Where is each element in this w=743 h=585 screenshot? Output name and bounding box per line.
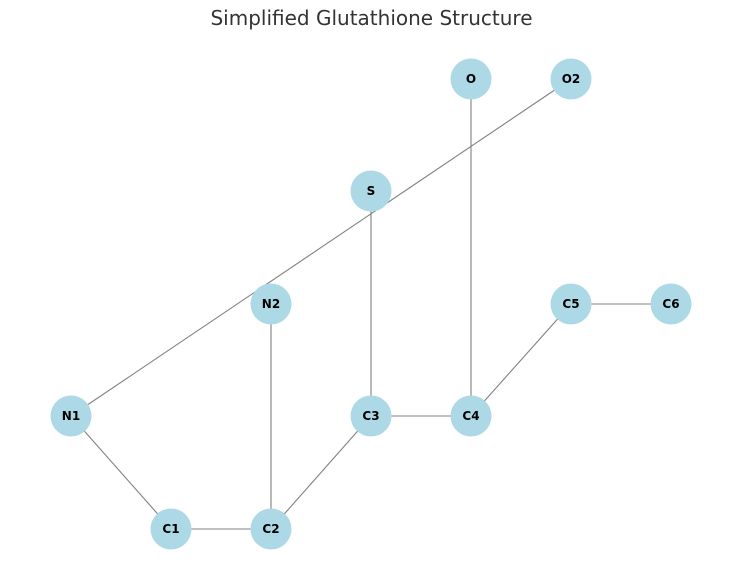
node-label: O2 [562,72,581,86]
node-circle [250,283,292,325]
node-label: C4 [462,409,479,423]
node-label: N1 [62,409,80,423]
node-label: C6 [662,297,679,311]
node-label: C1 [162,522,179,536]
node-circle [650,283,692,325]
node-label: O [466,72,476,86]
node-c3: C3 [350,395,392,437]
node-circle [550,58,592,100]
node-c1: C1 [150,508,192,550]
node-c6: C6 [650,283,692,325]
edge-n1-o2 [70,78,572,417]
node-circle [150,508,192,550]
node-label: S [367,184,376,198]
node-n2: N2 [250,283,292,325]
diagram-title: Simplified Glutathione Structure [210,6,533,30]
node-circle [450,58,492,100]
node-o2: O2 [550,58,592,100]
node-c4: C4 [450,395,492,437]
node-label: C5 [562,297,579,311]
node-circle [350,170,392,212]
node-circle [350,395,392,437]
node-label: N2 [262,297,280,311]
node-s: S [350,170,392,212]
node-n1: N1 [50,395,92,437]
node-c2: C2 [250,508,292,550]
edge-c2-c3 [270,415,372,530]
node-label: C3 [362,409,379,423]
edge-n1-c1 [70,415,172,530]
edge-c4-c5 [470,303,572,417]
node-circle [250,508,292,550]
node-circle [550,283,592,325]
node-o: O [450,58,492,100]
node-c5: C5 [550,283,592,325]
node-label: C2 [262,522,279,536]
node-circle [450,395,492,437]
node-circle [50,395,92,437]
